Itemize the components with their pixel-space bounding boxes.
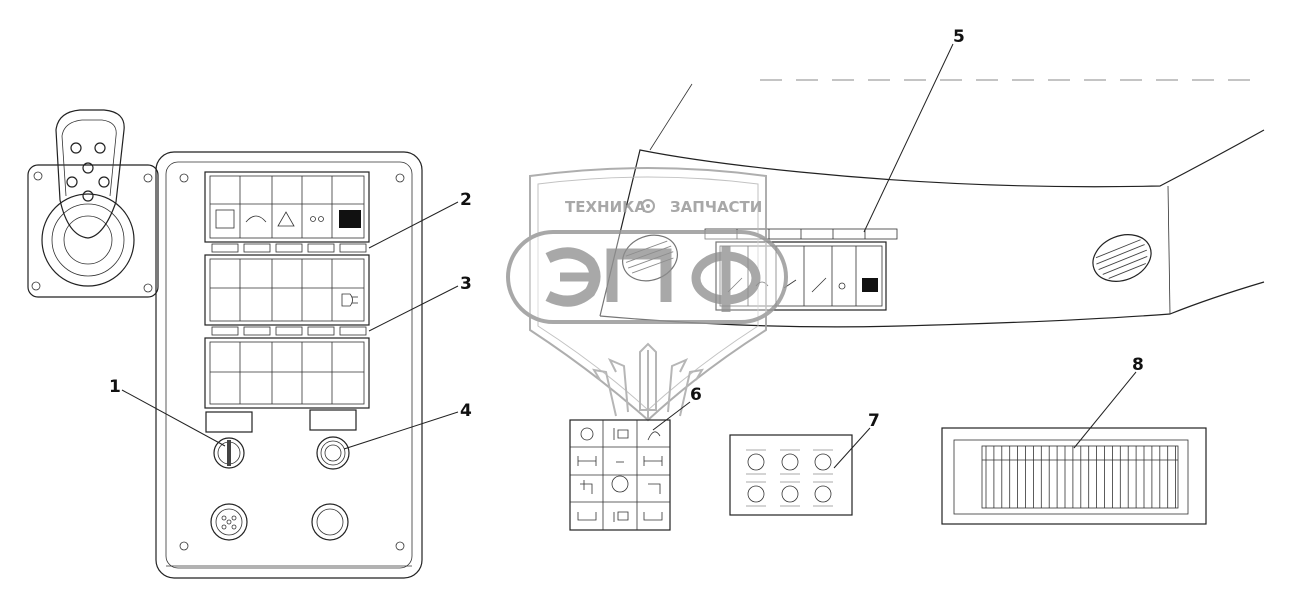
indicator-strip-1	[211, 243, 367, 253]
callout-1: 1	[109, 377, 121, 397]
callout-4: 4	[460, 401, 472, 421]
leader-lines	[121, 43, 1137, 469]
socket-plug	[311, 503, 349, 541]
watermark-right-word: ЗАПЧАСТИ	[670, 198, 762, 216]
watermark-logo: ТЕХНИКА ЗАПЧАСТИ	[506, 167, 788, 422]
fuse-row-bottom	[747, 485, 832, 503]
callout-6: 6	[690, 385, 702, 405]
callout-2: 2	[460, 190, 472, 210]
callout-5: 5	[953, 27, 965, 47]
control-panel	[155, 151, 423, 579]
fuse-row-top	[747, 453, 832, 471]
switch-block-top	[204, 171, 370, 243]
air-vent-right	[1092, 234, 1152, 282]
switch-block-middle	[204, 254, 370, 326]
callout-3: 3	[460, 274, 472, 294]
callout-8: 8	[1132, 355, 1144, 375]
grille-plate	[941, 427, 1207, 525]
fuse-cover-panel	[729, 434, 853, 516]
callout-numbers: 1 2 3 4 5 6 7 8	[109, 27, 1144, 431]
connector-socket	[210, 503, 248, 541]
callout-7: 7	[868, 411, 880, 431]
switch-block-bottom	[204, 337, 370, 409]
indicator-strip-2	[211, 326, 367, 336]
icon-keypad-panel	[569, 419, 671, 531]
label-plate-left	[205, 411, 253, 433]
watermark-left-word: ТЕХНИКА	[565, 198, 646, 216]
label-plate-right	[309, 409, 357, 431]
grille-bars	[985, 446, 1176, 508]
rotary-switch	[213, 437, 245, 469]
joystick	[27, 109, 159, 298]
indicator-lamp	[316, 436, 350, 470]
